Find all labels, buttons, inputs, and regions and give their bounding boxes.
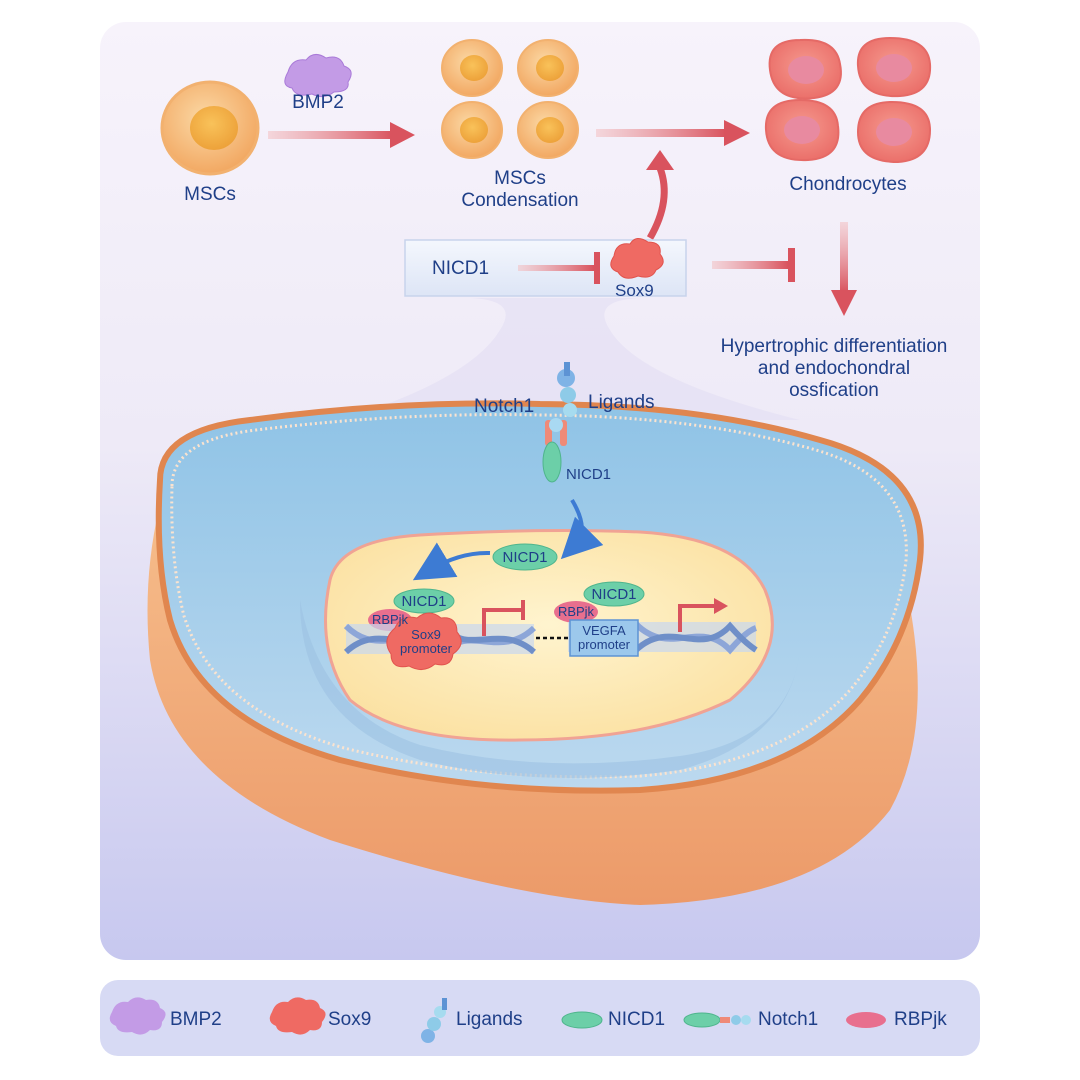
arrow-msc-to-condensation <box>268 122 415 148</box>
label-notch1: Notch1 <box>474 396 535 417</box>
label-rbpjk-right: RBPjk <box>557 604 595 619</box>
legend-rbpjk-icon <box>846 1012 886 1028</box>
ligands-icon <box>557 362 577 417</box>
label-condensation-line1: MSCs <box>494 168 546 189</box>
label-sox9-promoter-line2: promoter <box>399 641 453 656</box>
msc-cell-icon <box>160 80 260 176</box>
legend-sox9-icon <box>269 997 326 1035</box>
arrow-sox9-promotes-condensation <box>646 150 674 240</box>
label-hypertrophic-line1: Hypertrophic differentiation <box>720 336 948 357</box>
rbpjk-right-icon <box>554 601 598 623</box>
legend-label-nicd1: NICD1 <box>608 1009 666 1030</box>
msc-condensation-cells-icon <box>441 39 579 159</box>
label-nicd1-box: NICD1 <box>432 258 490 279</box>
inhibit-sox9-hypertrophy <box>712 248 795 282</box>
legend-ligands-icon <box>421 998 447 1043</box>
legend-panel <box>100 980 980 1056</box>
label-nicd1-right: NICD1 <box>591 586 637 603</box>
label-nicd1-nucleus: NICD1 <box>502 549 548 566</box>
label-nicd1-membrane: NICD1 <box>566 466 612 483</box>
label-sox9-box: Sox9 <box>615 281 654 300</box>
label-ligands: Ligands <box>588 392 655 413</box>
nicd1-nucleus-icon <box>492 543 558 571</box>
legend-label-notch1: Notch1 <box>758 1009 819 1030</box>
vegfa-promoter-icon <box>569 619 639 657</box>
notch1-receptor-icon <box>542 418 567 483</box>
label-condensation-line2: Condensation <box>461 190 579 211</box>
label-vegfa-promoter-line1: VEGFA <box>582 623 626 638</box>
legend-label-sox9: Sox9 <box>328 1009 372 1030</box>
nicd1-left-icon <box>393 588 455 614</box>
bmp2-protein-icon <box>284 54 352 98</box>
arrow-nicd1-to-left <box>412 542 491 581</box>
legend-label-rbpjk: RBPjk <box>894 1009 947 1030</box>
label-sox9-promoter-line1: Sox9 <box>411 627 441 642</box>
label-vegfa-promoter-line2: promoter <box>577 637 631 652</box>
arrow-chondrocytes-to-hypertrophy <box>831 222 857 316</box>
nucleus <box>300 529 800 778</box>
label-hypertrophic-line2: and endochondral <box>757 358 911 379</box>
chondrocyte-cells-icon <box>764 36 932 164</box>
label-bmp2: BMP2 <box>292 92 344 113</box>
sox9-promoter-icon <box>386 612 462 670</box>
sox9-protein-icon-box <box>610 238 664 279</box>
inhibit-nicd1-sox9 <box>518 252 600 284</box>
sox9-repression-mark <box>482 600 525 636</box>
label-mscs: MSCs <box>184 184 236 205</box>
legend-notch1-icon <box>683 1012 751 1028</box>
label-rbpjk-left: RBPjk <box>371 612 409 627</box>
legend-nicd1-icon <box>561 1011 603 1029</box>
nicd1-right-icon <box>583 581 645 607</box>
legend-bmp2-icon <box>109 997 166 1035</box>
label-chondrocytes: Chondrocytes <box>789 174 907 195</box>
vegfa-activation-arrow <box>678 598 728 632</box>
legend-label-ligands: Ligands <box>456 1009 523 1030</box>
arrow-nicd1-to-nucleus <box>560 498 604 560</box>
label-hypertrophic-line3: ossfication <box>789 380 879 401</box>
arrow-condensation-to-chondrocytes <box>596 120 750 146</box>
label-nicd1-left: NICD1 <box>401 593 447 610</box>
legend-label-bmp2: BMP2 <box>170 1009 222 1030</box>
